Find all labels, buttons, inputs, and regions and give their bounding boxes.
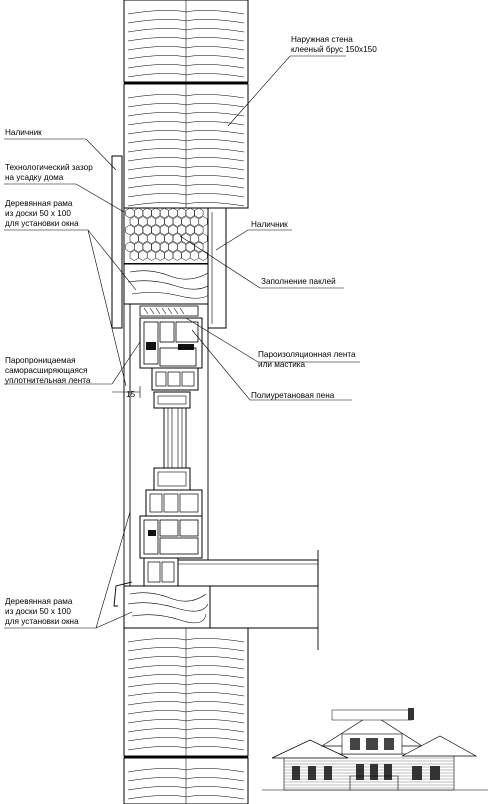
left-casing — [111, 155, 123, 329]
label-tow-fill: Заполнение паклей — [261, 277, 336, 286]
log-block — [123, 83, 249, 209]
dimension-15: 15 — [112, 386, 141, 399]
tow-fill-area — [123, 207, 209, 265]
house-thumbnail — [262, 708, 488, 791]
dimension-value: 15 — [126, 390, 136, 399]
glass-unit — [163, 407, 187, 475]
label-tech-gap: Технологический зазор на усадку дома — [5, 163, 95, 182]
vapor-tape-strip — [139, 305, 199, 317]
label-frame-top: Деревянная рама из доски 50 х 100 для ус… — [5, 199, 79, 228]
drip-bracket — [113, 581, 133, 607]
log-block — [123, 627, 249, 757]
label-outer-wall: Наружная стена клееный брус 150х150 — [291, 35, 377, 54]
label-foam: Полиуретановая пена — [251, 391, 335, 400]
label-casing-right: Наличник — [251, 220, 288, 229]
top-frame-board — [123, 263, 219, 305]
window-opening-outline — [123, 304, 209, 586]
window-profile-top — [139, 317, 203, 409]
window-profile-bottom — [139, 467, 203, 587]
label-vapor-tape: Пароизоляционная лента или мастика — [258, 350, 358, 369]
label-sealing-tape: Паропроницаемая саморасширяющаяся уплотн… — [5, 356, 91, 385]
labels: Наружная стена клееный брус 150х150 Нали… — [5, 35, 377, 626]
log-block — [123, 0, 249, 83]
label-frame-bottom: Деревянная рама из доски 50 х 100 для ус… — [5, 597, 79, 626]
leader-lines — [4, 55, 360, 629]
wall-logs — [123, 0, 249, 804]
label-casing-left: Наличник — [5, 128, 42, 137]
right-casing — [207, 207, 227, 329]
log-block — [123, 757, 249, 804]
bottom-frame-board — [123, 585, 318, 629]
